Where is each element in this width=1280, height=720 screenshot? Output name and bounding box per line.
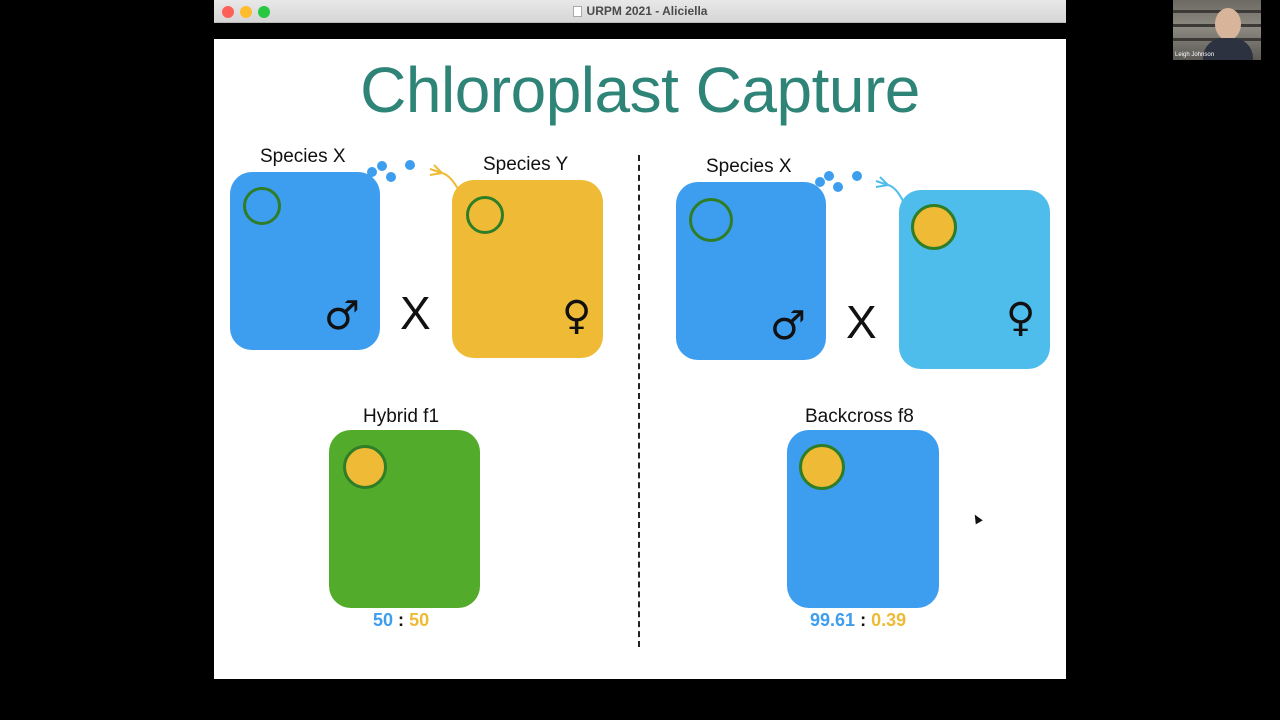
right-species-x-cell: ♂ — [676, 182, 826, 360]
presentation-window: URPM 2021 - Aliciella Chloroplast Captur… — [214, 0, 1066, 720]
left-ratio: 50 : 50 — [373, 610, 429, 631]
ratio-separator: : — [398, 610, 405, 630]
right-offspring-label: Backcross f8 — [805, 406, 914, 427]
stigma-icon — [875, 176, 904, 202]
person-torso — [1203, 38, 1253, 60]
cross-symbol: X — [846, 296, 877, 348]
section-divider — [638, 155, 640, 647]
male-symbol-icon: ♂ — [324, 293, 360, 339]
right-parent1-label: Species X — [706, 156, 792, 177]
hybrid-f1-cell — [329, 430, 480, 608]
ratio-separator: : — [860, 610, 867, 630]
webcam-name-label: Leigh Johnson — [1175, 52, 1215, 58]
right-ratio: 99.61 : 0.39 — [810, 610, 906, 631]
window-title: URPM 2021 - Aliciella — [214, 4, 1066, 18]
cross-symbol: X — [400, 287, 431, 339]
minimize-window-button[interactable] — [240, 6, 252, 18]
stigma-icon — [429, 164, 459, 190]
pollen-dot — [824, 171, 834, 181]
ratio-species-x: 50 — [373, 610, 394, 630]
left-species-y-cell: ♀ — [452, 180, 603, 358]
female-symbol-icon: ♀ — [562, 293, 592, 339]
chloroplast-empty — [466, 196, 504, 234]
webcam-thumbnail[interactable]: Leigh Johnson — [1173, 0, 1261, 60]
male-symbol-icon: ♂ — [770, 303, 806, 349]
chloroplast-empty — [243, 187, 281, 225]
mouse-cursor-icon — [971, 512, 983, 525]
left-parent1-label: Species X — [260, 146, 346, 167]
title-bar: URPM 2021 - Aliciella — [214, 0, 1066, 23]
left-parent2-label: Species Y — [483, 154, 569, 175]
close-window-button[interactable] — [222, 6, 234, 18]
ratio-species-x: 99.61 — [810, 610, 856, 630]
bookshelf — [1173, 10, 1261, 13]
left-offspring-label: Hybrid f1 — [363, 406, 440, 427]
pollen-dot — [852, 171, 862, 181]
chloroplast-species-y — [343, 445, 387, 489]
pollen-dot — [367, 167, 377, 177]
chloroplast-empty — [689, 198, 733, 242]
pollen-dot — [377, 161, 387, 171]
slide: Chloroplast Capture Species X ♂ Species … — [214, 39, 1066, 679]
pollen-dot — [405, 160, 415, 170]
pollen-dot — [833, 182, 843, 192]
right-hybrid-female-cell: ♀ — [899, 190, 1050, 369]
pollen-dot — [386, 172, 396, 182]
document-icon — [572, 6, 582, 17]
female-symbol-icon: ♀ — [1006, 295, 1036, 341]
person-head — [1215, 8, 1241, 40]
window-title-text: URPM 2021 - Aliciella — [586, 4, 708, 18]
bottom-black-bar — [214, 679, 1066, 720]
ratio-species-y: 0.39 — [871, 610, 907, 630]
backcross-f8-cell — [787, 430, 939, 608]
pollen-dot — [815, 177, 825, 187]
chloroplast-species-y — [799, 444, 845, 490]
maximize-window-button[interactable] — [258, 6, 270, 18]
ratio-species-y: 50 — [409, 610, 430, 630]
slide-title: Chloroplast Capture — [360, 54, 920, 126]
chloroplast-species-y — [911, 204, 957, 250]
left-species-x-cell: ♂ — [230, 172, 380, 350]
